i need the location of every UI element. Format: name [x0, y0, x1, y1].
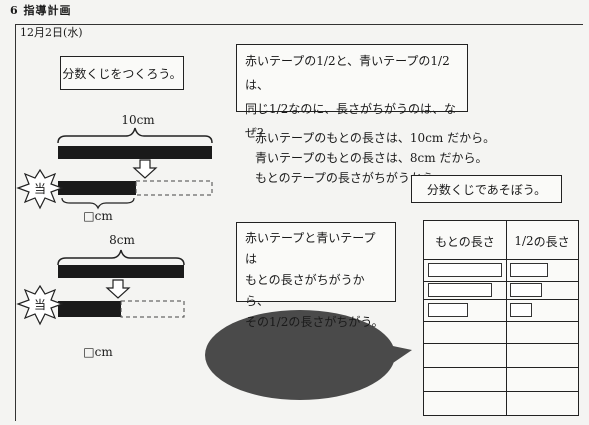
- bottom-full-tape: [58, 265, 184, 278]
- table-row-line: [424, 321, 578, 322]
- explanation-text: 赤いテープのもとの長さは、10cm だから。 青いテープのもとの長さは、8cm …: [255, 128, 495, 188]
- speech-bubble: [205, 310, 412, 400]
- fraction: 1/2: [269, 102, 289, 116]
- table-column-divider: [506, 221, 507, 415]
- bottom-stamp-text: 当: [34, 298, 46, 312]
- conclusion-line-2: もとの長さがちがうから、: [245, 273, 365, 308]
- fraction: 1/2: [269, 315, 289, 329]
- top-full-tape: [58, 146, 212, 159]
- table-tape-cell: [428, 303, 468, 317]
- explanation-line-3: もとのテープの長さがちがうから。: [255, 171, 446, 185]
- bottom-answer-label: □cm: [83, 345, 113, 359]
- table-header-original-length: もとの長さ: [435, 234, 495, 249]
- bottom-dashed-remainder: [120, 300, 185, 318]
- fraction: 1/2: [514, 234, 534, 248]
- lesson-date: 12月2日(水): [20, 26, 83, 39]
- bottom-length-label: 8cm: [109, 233, 135, 247]
- explanation-line-1: 赤いテープのもとの長さは、10cm だから。: [255, 131, 496, 145]
- conclusion-box: 赤いテープと青いテープは もとの長さがちがうから、 その1/2の長さがちがう。: [236, 222, 396, 329]
- top-down-arrow: [132, 159, 158, 179]
- lesson-goal-box: 分数くじをつくろう。: [60, 56, 184, 90]
- top-length-label: 10cm: [121, 113, 155, 127]
- fraction: 1/2: [430, 54, 450, 68]
- conclusion-line-3: その1/2の長さがちがう。: [245, 315, 384, 329]
- question-line-1: 赤いテープの1/2と、青いテープの1/2は、: [245, 54, 450, 92]
- section-heading: 6 指導計画: [10, 4, 72, 17]
- table-tape-cell: [428, 283, 492, 297]
- conclusion-line-1: 赤いテープと青いテープは: [245, 231, 376, 266]
- bottom-brace: [57, 249, 185, 266]
- bottom-tape-group: 8cm □cm 当: [16, 233, 185, 359]
- explanation-line-2: 青いテープのもとの長さは、8cm だから。: [255, 151, 488, 165]
- board-frame: [15, 24, 583, 421]
- question-box: 赤いテープの1/2と、青いテープの1/2は、 同じ1/2なのに、長さがちがうのは…: [236, 44, 468, 140]
- top-brace: [57, 127, 213, 144]
- top-dashed-remainder: [135, 180, 213, 196]
- bottom-half-tape: [58, 301, 121, 317]
- top-tape-group: 10cm □cm 当: [16, 113, 213, 223]
- top-answer-label: □cm: [83, 209, 113, 223]
- table-tape-cell: [428, 263, 502, 277]
- table-tape-cell: [510, 303, 532, 317]
- bottom-starburst-icon: [16, 284, 64, 326]
- top-half-tape: [58, 181, 136, 195]
- table-row-line: [424, 391, 578, 392]
- table-tape-cell: [510, 263, 548, 277]
- question-line-2: 同じ1/2なのに、長さがちがうのは、なぜ?: [245, 102, 456, 140]
- table-row-line: [424, 299, 578, 300]
- top-stamp-text: 当: [34, 182, 46, 196]
- table-tape-cell: [510, 283, 542, 297]
- table-row-line: [424, 343, 578, 344]
- table-row-line: [424, 367, 578, 368]
- bottom-down-arrow: [105, 279, 131, 299]
- top-starburst-icon: [16, 168, 64, 210]
- table-row-line: [424, 281, 578, 282]
- table-row-line: [424, 259, 578, 260]
- fraction: 1/2: [316, 54, 336, 68]
- play-lottery-box: 分数くじであそぼう。: [411, 175, 562, 203]
- top-under-brace: [61, 197, 135, 210]
